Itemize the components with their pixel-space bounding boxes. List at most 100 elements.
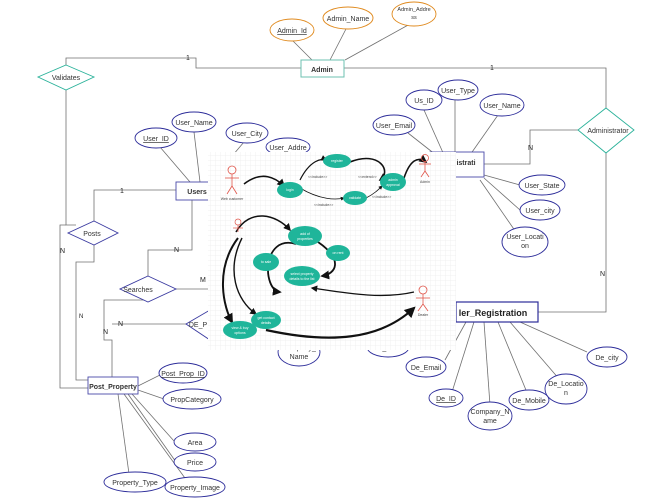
post-property-entity: Post_Property: [87, 376, 139, 395]
usecase-admin-approval: [380, 173, 406, 191]
dealer-location-label-1: De_Locatio: [548, 381, 584, 388]
cardinality-searches-n: N: [174, 247, 179, 254]
cardinality-posts-n: N: [79, 314, 83, 320]
usecase-validate-label: validate: [349, 196, 361, 200]
users-city-label: User_City: [232, 131, 263, 138]
admin-address-attribute: Admin_Addre ss: [391, 1, 437, 27]
actor-web-customer-label: Web customer: [221, 197, 244, 201]
dealer-id-label: De_ID: [436, 396, 456, 403]
usecase-admin-approval-label-1: admin: [388, 178, 398, 182]
dealer-location-label-2: n: [564, 390, 568, 397]
dealer-company-label-2: ame: [483, 418, 497, 425]
actor-admin: [419, 154, 431, 178]
registration-type-attribute: User_Type: [437, 79, 479, 101]
actor-dealer: [416, 285, 430, 312]
admin-id-label: Admin_Id: [277, 28, 307, 35]
registration-us-id-attribute: Us_ID: [405, 89, 443, 111]
users-id-attribute: User_ID: [134, 127, 178, 149]
post-property-price-attribute: Price: [173, 452, 217, 472]
users-city-attribute: User_City: [225, 122, 269, 144]
cardinality-dealer: N: [600, 271, 605, 278]
admin-name-label: Admin_Name: [327, 16, 370, 23]
edge-include-label: <<include>>: [308, 175, 327, 179]
users-entity-label: Users: [187, 189, 207, 196]
post-property-type-label: Property_Type: [112, 480, 158, 487]
post-property-image-attribute: Property_Image: [164, 476, 226, 498]
dealer-entity: ler_Registration: [455, 301, 539, 323]
dealer-location-attribute: De_Locatio n: [544, 373, 588, 405]
admin-address-label-1: Admin_Addre: [397, 7, 430, 13]
post-property-category-attribute: PropCategory: [162, 388, 222, 410]
dealer-company-label-1: Company_N: [471, 409, 510, 416]
admin-id-attribute: Admin_Id: [269, 18, 315, 42]
post-property-price-label: Price: [187, 460, 203, 467]
post-property-category-label: PropCategory: [170, 397, 214, 404]
edge-include3-label: <<include>>: [372, 195, 391, 199]
edge-extend-label: <<extend>>: [358, 175, 377, 179]
usecase-get-contact-label-1: get contact: [257, 316, 274, 320]
registration-name-label: User_Name: [483, 103, 520, 110]
dealer-email-attribute: De_Email: [405, 356, 447, 378]
de-p-relationship: DE_P: [185, 309, 211, 341]
registration-state-label: User_State: [524, 183, 559, 190]
searches-relationship: Searches: [118, 275, 178, 303]
searches-label: Searches: [123, 287, 153, 294]
users-name-label: User_Name: [175, 120, 212, 127]
administrator-relationship: Administrator: [577, 107, 635, 154]
dealer-email-label: De_Email: [411, 365, 442, 372]
post-property-area-label: Area: [188, 440, 203, 447]
usecase-login: [277, 182, 303, 198]
admin-name-attribute: Admin_Name: [322, 6, 374, 30]
actor-web-customer-2: [233, 218, 243, 232]
usecase-to-sale-label: to sale: [261, 260, 271, 264]
usecase-add-properties-label-2: properties: [297, 237, 313, 241]
registration-state-attribute: User_State: [518, 174, 566, 196]
actor-admin-label: Admin: [420, 180, 430, 184]
actor-web-customer: [225, 165, 239, 195]
usecase-on-rent-label: on rent: [333, 251, 344, 255]
usecase-register: [323, 154, 351, 168]
usecase-view-buy-label-2: options: [234, 331, 246, 335]
users-name-attribute: User_Name: [171, 111, 217, 133]
dealer-company-attribute: Company_N ame: [467, 401, 513, 431]
posts-relationship: Posts: [66, 220, 120, 246]
cardinality-admin-administrator: 1: [490, 65, 494, 72]
actor-dealer-label: Dealer: [418, 313, 429, 317]
registration-city-label: User_city: [525, 208, 555, 215]
users-address-label: User_Addre: [269, 145, 306, 152]
dealer-city-label: De_city: [595, 355, 619, 362]
post-property-type-attribute: Property_Type: [103, 471, 167, 493]
registration-entity-label: istrati: [456, 160, 475, 167]
usecase-on-rent: [326, 245, 350, 261]
dealer-mobile-label: De_Mobile: [512, 398, 546, 405]
cardinality-searches-m: M: [200, 277, 206, 284]
registration-email-attribute: User_Email: [372, 114, 416, 136]
admin-address-label-2: ss: [411, 15, 417, 21]
de-p-label: DE_P: [189, 322, 208, 329]
usecase-select-property-label-2: details to the list: [289, 277, 314, 281]
dealer-company-fragment-label-2: Name: [290, 354, 309, 361]
users-id-label: User_ID: [143, 136, 169, 143]
usecase-add-properties-label-1: add of: [300, 232, 310, 236]
post-property-area-attribute: Area: [173, 432, 217, 452]
registration-city-attribute: User_city: [519, 199, 561, 221]
cardinality-post-property-n: N: [103, 329, 108, 336]
cardinality-validates-n: N: [60, 248, 65, 255]
usecase-view-buy-label-1: view & buy: [232, 326, 249, 330]
usecase-register-label: register: [331, 159, 344, 163]
dealer-mobile-attribute: De_Mobile: [508, 389, 550, 411]
dealer-id-attribute: De_ID: [428, 388, 464, 408]
registration-location-label-1: User_Locati: [506, 234, 544, 241]
post-property-id-attribute: Post_Prop_ID: [158, 362, 208, 384]
validates-relationship: Validates: [36, 64, 96, 91]
admin-entity-label: Admin: [311, 67, 333, 74]
cardinality-de-p-n: N: [118, 321, 123, 328]
cardinality-admin-validates: 1: [186, 55, 190, 62]
post-property-image-label: Property_Image: [170, 485, 220, 492]
usecase-to-sale: [253, 253, 279, 271]
usecase-overlay: <<include>> <<extend>> <<include>> <<inc…: [208, 152, 456, 350]
registration-location-label-2: on: [521, 243, 529, 250]
users-entity: Users: [175, 181, 211, 201]
registration-email-label: User_Email: [376, 123, 413, 130]
